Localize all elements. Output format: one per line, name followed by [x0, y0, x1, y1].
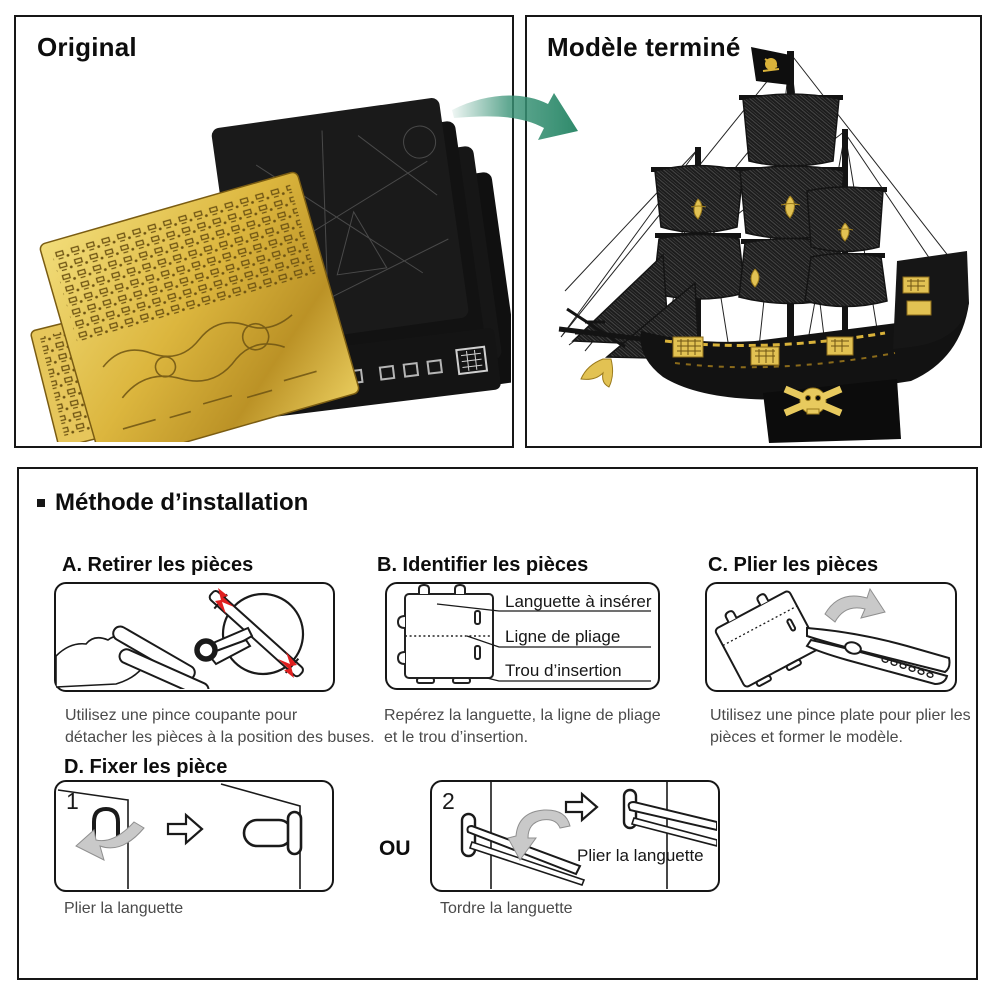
option2-number: 2	[442, 788, 455, 814]
step-b-title: B. Identifier les pièces	[377, 554, 589, 576]
ship-stand	[763, 379, 901, 443]
bending-pliers-illustration	[714, 587, 951, 688]
ship-sails	[571, 93, 888, 360]
original-panel: Original	[14, 15, 514, 448]
step-d-option2-caption: Tordre la languette	[440, 900, 573, 917]
step-c-box	[705, 582, 957, 692]
piece-label-fold: Ligne de pliage	[505, 627, 621, 646]
step-a-box	[54, 582, 335, 692]
gold-sheet-1	[39, 171, 360, 442]
step-d-title: D. Fixer les pièce	[64, 756, 228, 778]
caption-line: et le trou d’insertion.	[384, 729, 529, 746]
fold-tab-illustration	[57, 783, 303, 889]
or-separator: OU	[379, 837, 411, 860]
metal-sheets-illustration	[30, 98, 511, 442]
pliers-grip-dots	[881, 657, 934, 678]
finished-model-panel: Modèle terminé	[525, 15, 982, 448]
bent-tab	[92, 806, 120, 852]
bullet-square-icon	[37, 499, 45, 507]
bend-arrow-icon	[824, 587, 886, 623]
next-arrow-icon	[564, 791, 599, 823]
original-panel-title: Original	[37, 32, 137, 62]
caption-line: détacher les pièces à la position des bu…	[65, 729, 375, 746]
option2-inner-label: Plier la languette	[577, 846, 704, 865]
twist-tab-illustration	[460, 782, 717, 889]
gold-sail-ornaments	[690, 195, 854, 288]
step-d-option1-box: 1	[54, 780, 334, 892]
step-b-box: Languette à insérer Ligne de pliage Trou…	[385, 582, 660, 690]
step-c-title: C. Plier les pièces	[708, 554, 879, 576]
cut-spark-icon	[215, 588, 297, 678]
twist-arrow-icon	[507, 809, 571, 861]
piece-diagram	[396, 584, 651, 684]
installation-panel: Méthode d’installation A. Retirer les pi…	[17, 467, 978, 980]
pliers-pivot	[194, 638, 218, 662]
step-b-caption: Repérez la languette, la ligne de pliage…	[384, 705, 661, 749]
gold-skull-emblem	[783, 385, 843, 417]
inserted-tab	[242, 818, 294, 848]
cutting-pliers-illustration	[56, 588, 305, 689]
ship-hull	[580, 251, 969, 400]
installation-heading: Méthode d’installation	[37, 489, 308, 517]
caption-line: Utilisez une pince plate pour plier les	[710, 707, 971, 724]
caption-line: pièces et former le modèle.	[710, 729, 903, 746]
flat-pliers	[805, 626, 951, 686]
caption-line: Repérez la languette, la ligne de pliage	[384, 707, 661, 724]
installation-heading-text: Méthode d’installation	[55, 489, 309, 516]
transform-arrow-icon	[452, 93, 578, 140]
caption-line: Utilisez une pince coupante pour	[65, 707, 298, 724]
next-arrow-icon	[166, 812, 204, 846]
step-a-caption: Utilisez une pince coupante pour détache…	[65, 705, 375, 749]
grip-tool	[627, 800, 717, 847]
step-c-caption: Utilisez une pince plate pour plier les …	[710, 705, 971, 749]
pirate-ship-illustration	[558, 47, 969, 443]
step-d-option2-box: 2 Plier la languette	[430, 780, 720, 892]
pirate-flag	[751, 47, 790, 85]
fold-arrow-icon	[75, 821, 145, 861]
finished-panel-title: Modèle terminé	[547, 32, 741, 62]
ship-bowsprit	[558, 307, 642, 349]
step-a-title: A. Retirer les pièces	[62, 554, 254, 576]
option1-number: 1	[66, 788, 79, 814]
step-d-option1-caption: Plier la languette	[64, 900, 184, 917]
piece-label-hole: Trou d’insertion	[505, 661, 622, 680]
piece-label-tab: Languette à insérer	[505, 592, 652, 611]
